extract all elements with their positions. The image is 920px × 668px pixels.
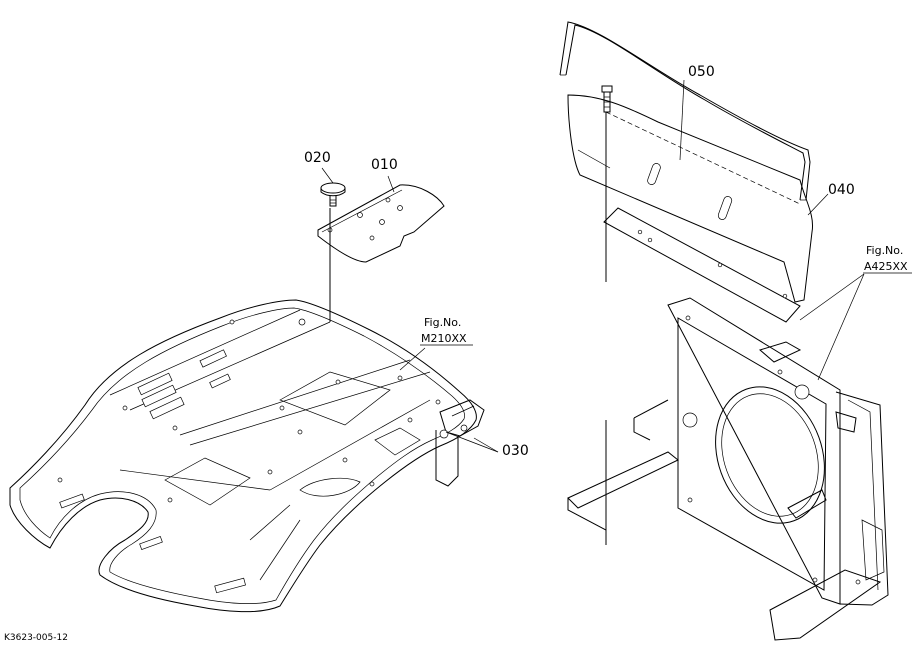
fig-ref-floor-label: Fig.No. <box>424 316 461 329</box>
fig-ref-floor-code: M210XX <box>421 332 467 345</box>
seal-050-drawing <box>559 21 811 201</box>
fig-ref-shroud-label: Fig.No. <box>866 244 903 257</box>
cover-plate-010-drawing <box>317 184 445 263</box>
callout-020: 020 <box>304 150 331 166</box>
fig-ref-shroud-code: A425XX <box>864 260 908 273</box>
leader-lines <box>321 79 865 453</box>
hidden-line <box>605 111 801 205</box>
plug-020-drawing <box>320 182 346 207</box>
fan-shroud-drawing <box>567 297 889 641</box>
floor-plate-drawing <box>9 299 485 613</box>
callout-030: 030 <box>502 443 529 459</box>
callout-050: 050 <box>688 64 715 80</box>
drawing-code: K3623-005-12 <box>4 633 68 643</box>
callout-010: 010 <box>371 157 398 173</box>
baffle-040-drawing <box>567 94 814 323</box>
callout-040: 040 <box>828 182 855 198</box>
bolt-drawing <box>601 85 613 113</box>
